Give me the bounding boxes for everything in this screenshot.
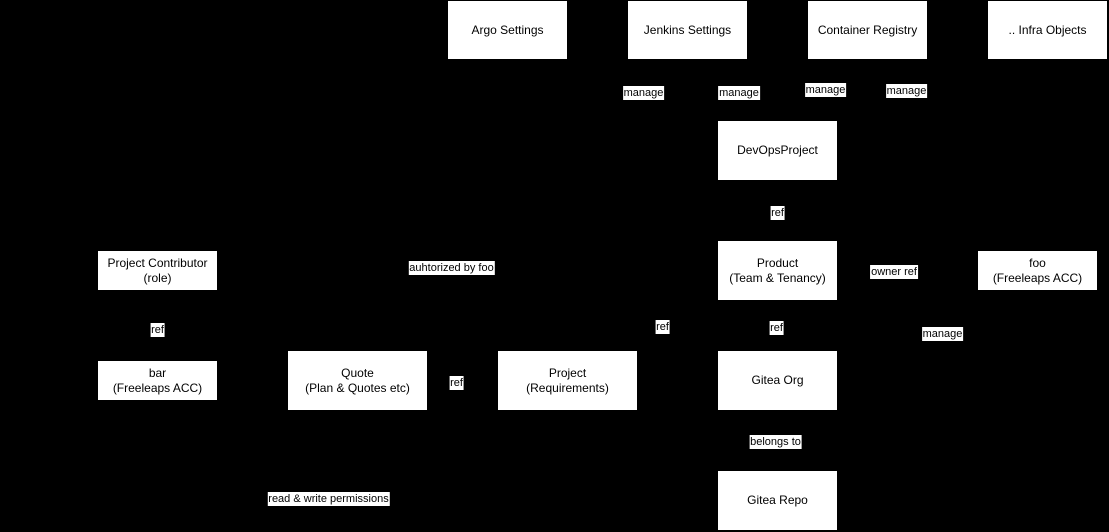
node-label-line: (Freeleaps ACC): [992, 270, 1083, 285]
edge-label-owner-ref: owner ref: [870, 265, 918, 279]
node-bar-account: bar(Freeleaps ACC): [98, 361, 217, 400]
node-devops-project: DevOpsProject: [718, 121, 837, 180]
node-label-line: DevOpsProject: [737, 143, 818, 157]
node-label-line: bar: [148, 365, 167, 380]
node-container-registry: Container Registry: [808, 1, 927, 59]
edge-label-read-write-permissions: read & write permissions: [267, 491, 390, 506]
edge-label-manage-registry: manage: [804, 82, 847, 97]
node-label-line: foo: [1029, 255, 1046, 270]
node-jenkins-settings: Jenkins Settings: [628, 1, 747, 59]
node-foo-account: foo(Freeleaps ACC): [978, 251, 1097, 290]
node-label-line: Project: [548, 365, 587, 380]
node-label-line: Gitea Org: [751, 373, 804, 387]
edge-label-ref-quote-project: ref: [449, 375, 464, 390]
node-project: Project(Requirements): [498, 351, 637, 410]
node-label-line: Jenkins Settings: [643, 22, 732, 37]
node-label-line: Container Registry: [817, 22, 918, 37]
node-project-contributor: Project Contributor(role): [98, 251, 217, 290]
edge-label-ref-contributor-bar: ref: [150, 322, 165, 337]
node-product: Product(Team & Tenancy): [718, 241, 837, 300]
node-label-line: Project Contributor: [107, 255, 208, 270]
edge-label-manage-infra: manage: [885, 83, 928, 98]
node-label-line: (Requirements): [526, 380, 609, 395]
node-quote: Quote(Plan & Quotes etc): [288, 351, 427, 410]
edge-label-ref-project-product: ref: [655, 319, 670, 334]
node-infra-objects: .. Infra Objects: [988, 1, 1107, 59]
node-label-line: Quote: [341, 365, 374, 380]
edge-label-manage-jenkins: manage: [718, 85, 760, 100]
node-label-line: .. Infra Objects: [1008, 22, 1087, 37]
node-gitea-repo: Gitea Repo: [718, 471, 837, 530]
edge-label-ref-product-gitea-org: ref: [769, 320, 784, 335]
node-argo-settings: Argo Settings: [448, 1, 567, 59]
edge-label-ref-devops-product: ref: [770, 205, 785, 220]
node-label-line: (role): [143, 270, 172, 285]
edge-label-authorized-by-foo: auhtorized by foo: [408, 261, 495, 275]
node-label-line: Gitea Repo: [747, 493, 808, 507]
node-label-line: Argo Settings: [471, 22, 544, 37]
edge-label-manage-argo: manage: [622, 85, 665, 100]
node-label-line: Product: [756, 255, 799, 270]
node-label-line: (Freeleaps ACC): [112, 380, 203, 395]
node-gitea-org: Gitea Org: [718, 351, 837, 410]
node-label-line: (Team & Tenancy): [729, 270, 826, 285]
node-label-line: (Plan & Quotes etc): [305, 380, 410, 395]
edge-label-manage-foo-gitea-org: manage: [921, 326, 964, 341]
edge-label-belongs-to: belongs to: [749, 434, 802, 449]
